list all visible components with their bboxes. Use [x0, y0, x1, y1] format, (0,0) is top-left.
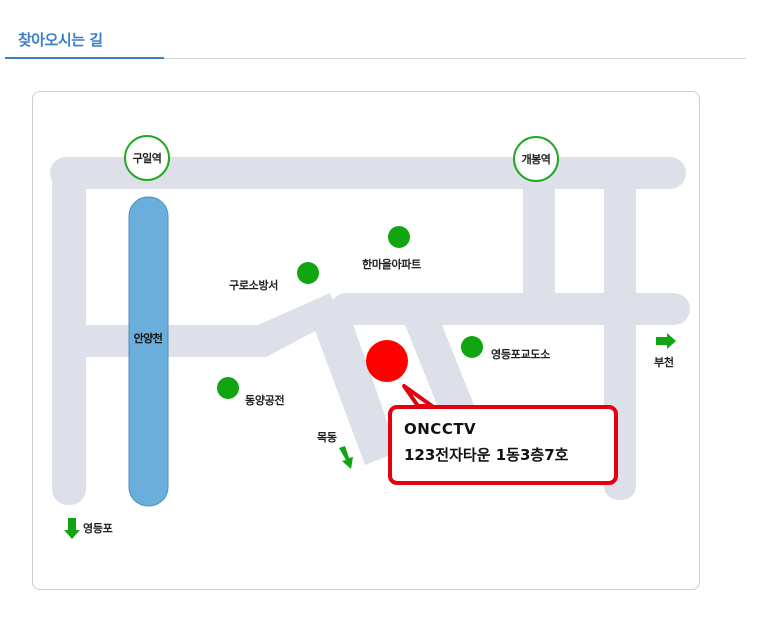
- river: [128, 196, 169, 507]
- title-divider: [5, 58, 746, 59]
- destination-callout: ONCCTV 123전자타운 1동3층7호: [388, 405, 618, 485]
- destination-marker: [366, 340, 408, 382]
- arrow-down-right-icon: [339, 446, 353, 469]
- landmark-dot-dongyang: [217, 377, 239, 399]
- road-middle-left: [56, 293, 340, 357]
- road-diagonal-mokdong: [313, 310, 398, 465]
- destination-name: ONCCTV: [404, 420, 477, 438]
- landmark-label-hanmaeul: 한마을아파트: [362, 258, 421, 271]
- title-underline: [5, 57, 164, 59]
- direction-label-bucheon: 부천: [654, 356, 674, 369]
- arrow-right-icon: [656, 333, 676, 349]
- page-title: 찾아오시는 길: [18, 31, 103, 49]
- landmark-label-dongyang: 동양공전: [245, 394, 285, 407]
- destination-address: 123전자타운 1동3층7호: [404, 446, 569, 464]
- road-gaebong-vertical: [523, 160, 555, 295]
- landmark-label-gurosobangseo: 구로소방서: [229, 279, 279, 292]
- station-guil: 구일역: [124, 135, 170, 181]
- landmark-dot-hanmaeul: [388, 226, 410, 248]
- station-gaebong: 개봉역: [513, 136, 559, 182]
- arrow-down-icon: [64, 518, 80, 539]
- direction-label-yeongdeungpo: 영등포: [83, 522, 113, 535]
- road-middle-right: [330, 293, 690, 325]
- callout-pointer: [402, 384, 434, 408]
- river-label: 안양천: [133, 332, 163, 345]
- landmark-dot-yeongdeungpo-library: [461, 336, 483, 358]
- direction-arrows: [64, 333, 676, 539]
- landmark-label-yeongdeungpo-library: 영등포교도소: [491, 348, 550, 361]
- landmark-dot-gurosobangseo: [297, 262, 319, 284]
- direction-label-mokdong: 목동: [317, 431, 337, 444]
